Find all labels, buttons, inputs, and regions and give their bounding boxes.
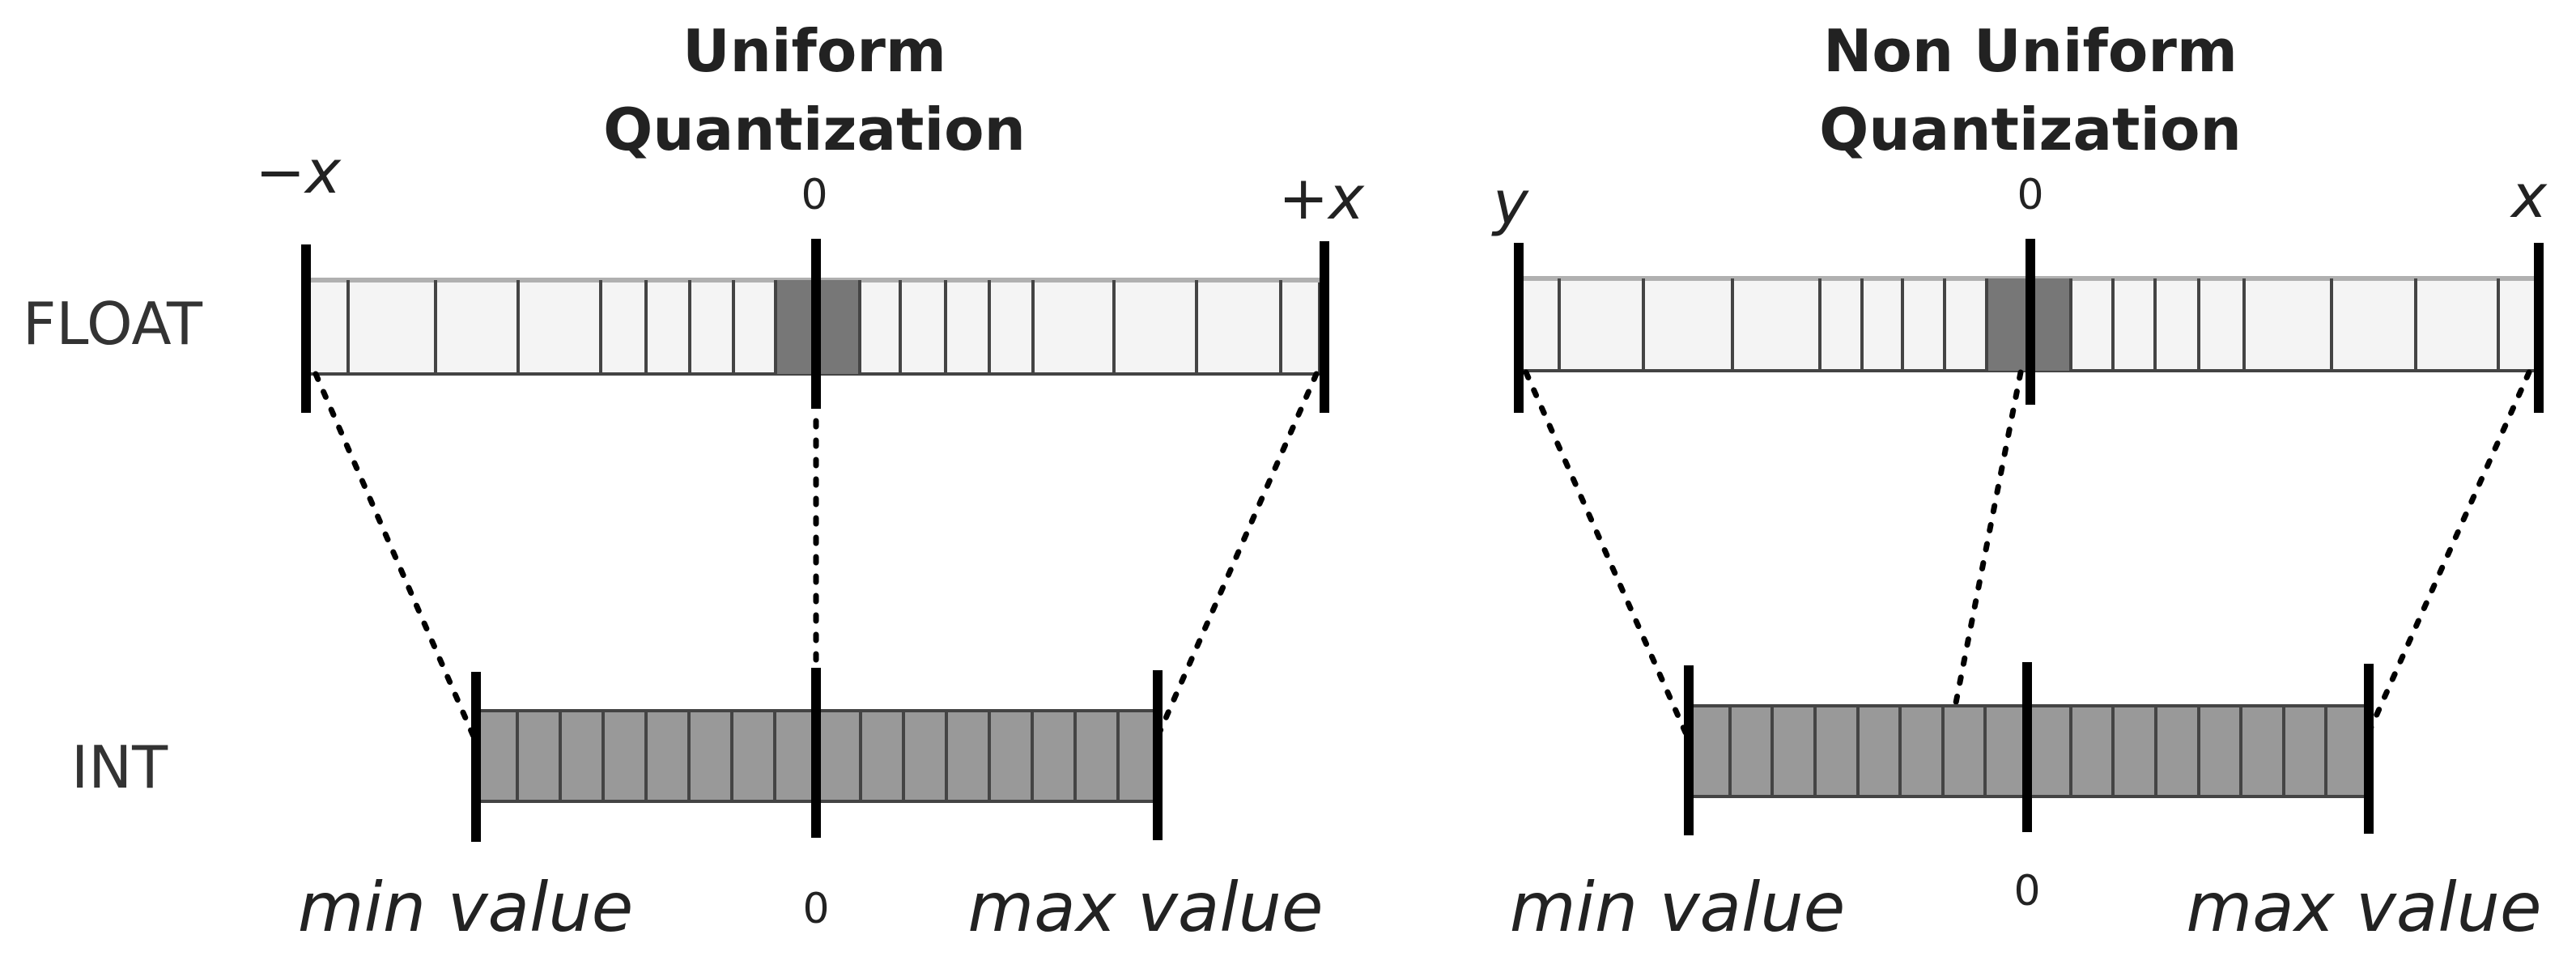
non-uniform-float-left-label: y [1491, 168, 1529, 238]
non-uniform-panel: Non Uniform Quantization y 0 x min value [1491, 17, 2548, 947]
uniform-float-right-label: +x [1278, 164, 1365, 233]
non-uniform-title-line1: Non Uniform [1823, 17, 2238, 85]
uniform-int-bar [471, 668, 1163, 842]
uniform-min-value-label: min value [298, 868, 634, 947]
uniform-max-value-label: max value [967, 868, 1323, 947]
uniform-min-mapping-line [312, 371, 477, 740]
uniform-max-mapping-line [1154, 371, 1320, 740]
row-label-int: INT [71, 733, 168, 801]
uniform-float-bar [301, 239, 1329, 413]
non-uniform-zero-mapping-line [1940, 369, 2024, 772]
non-uniform-title-line2: Quantization [1819, 96, 2242, 164]
row-label-float: FLOAT [23, 290, 203, 358]
non-uniform-mapping-lines [1523, 369, 2532, 772]
non-uniform-int-zero-label: 0 [2013, 867, 2040, 915]
non-uniform-int-bar [1684, 662, 2374, 835]
uniform-title-line1: Uniform [682, 17, 946, 85]
non-uniform-max-mapping-line [2366, 369, 2532, 736]
uniform-int-zero-label: 0 [802, 885, 829, 933]
non-uniform-float-cells [1558, 278, 2500, 371]
non-uniform-float-zero-label: 0 [2017, 171, 2043, 219]
uniform-title-line2: Quantization [603, 96, 1026, 164]
non-uniform-min-mapping-line [1523, 369, 1689, 736]
uniform-float-cells [346, 280, 1282, 374]
non-uniform-float-right-label: x [2510, 162, 2548, 232]
uniform-float-zero-label: 0 [801, 171, 827, 219]
non-uniform-min-value-label: min value [1510, 868, 1846, 947]
uniform-mapping-lines [312, 371, 1320, 740]
uniform-float-left-label: −x [255, 138, 342, 207]
uniform-panel: Uniform Quantization −x 0 +x min value [255, 17, 1365, 947]
non-uniform-float-bar [1514, 239, 2544, 413]
non-uniform-max-value-label: max value [2186, 868, 2541, 947]
